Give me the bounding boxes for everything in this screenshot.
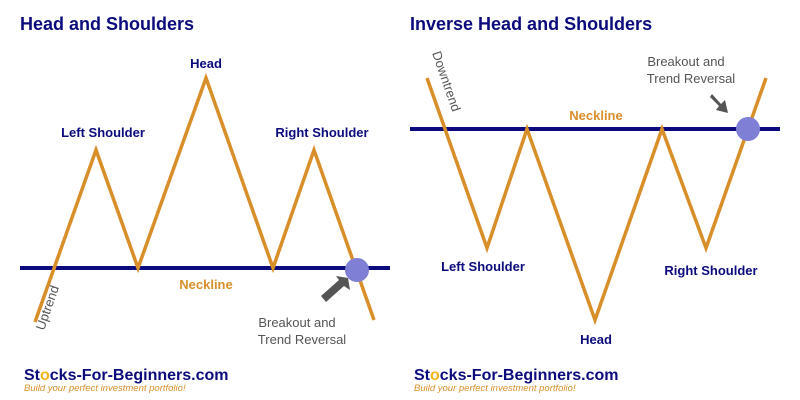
brand-name: Stocks-For-Beginners.com: [24, 367, 229, 384]
left-shoulder-label: Left Shoulder: [61, 125, 145, 140]
trend-label: Uptrend: [33, 283, 62, 332]
breakout-label-line1: Breakout and: [647, 54, 724, 69]
head-label: Head: [580, 332, 612, 347]
arrow-icon: [710, 94, 728, 113]
inverse-head-and-shoulders-panel: Inverse Head and Shoulders Breakout and …: [410, 14, 780, 394]
arrow-icon: [321, 276, 350, 302]
price-path: [425, 77, 768, 326]
neckline-label: Neckline: [179, 277, 232, 292]
head-label: Head: [190, 56, 222, 71]
panel-title: Head and Shoulders: [20, 14, 194, 34]
breakout-marker: [736, 117, 760, 141]
breakout-marker: [345, 258, 369, 282]
brand-name: Stocks-For-Beginners.com: [414, 367, 619, 384]
breakout-label-line2: Trend Reversal: [647, 71, 735, 86]
breakout-label-line2: Trend Reversal: [258, 332, 346, 347]
head-and-shoulders-panel: Head and Shoulders Head Left Shoulder Ri…: [20, 14, 390, 394]
brand-tagline: Build your perfect investment portfolio!: [414, 383, 576, 394]
neckline-label: Neckline: [569, 108, 622, 123]
right-shoulder-label: Right Shoulder: [275, 125, 368, 140]
brand-tagline: Build your perfect investment portfolio!: [24, 383, 186, 394]
panel-title: Inverse Head and Shoulders: [410, 14, 652, 34]
left-shoulder-label: Left Shoulder: [441, 259, 525, 274]
breakout-label-line1: Breakout and: [258, 315, 335, 330]
right-shoulder-label: Right Shoulder: [664, 263, 757, 278]
price-path: [33, 72, 376, 323]
